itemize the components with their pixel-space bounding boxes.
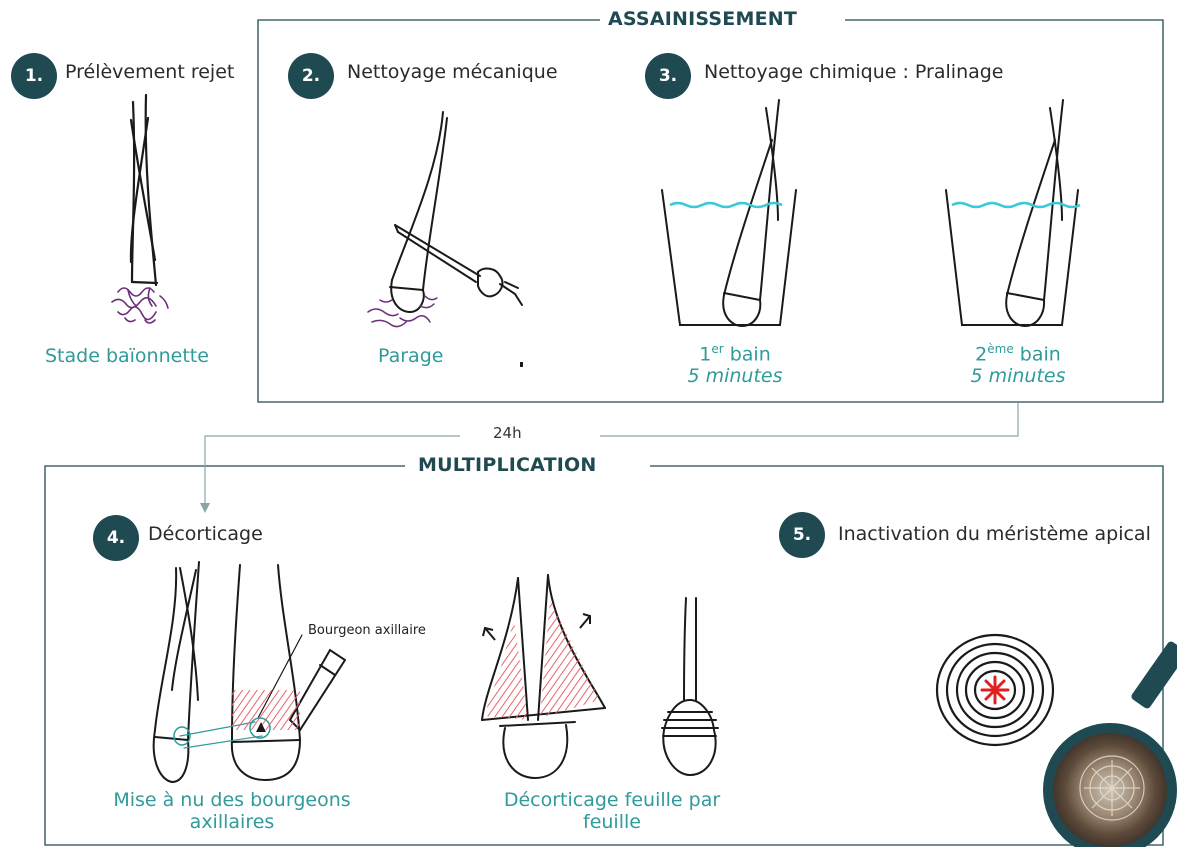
paring-drawing	[390, 112, 522, 312]
bud-hatch-area	[232, 690, 300, 730]
bath1-drawing	[662, 100, 796, 326]
bath1-time: 5 minutes	[687, 365, 782, 387]
step-3-badge: 3.	[645, 53, 691, 99]
caption-peel: Décorticage feuille par feuille	[472, 790, 752, 834]
caption-stage: Stade baïonnette	[45, 346, 209, 368]
bath2-number: 2	[975, 343, 987, 365]
caption-expose: Mise à nu des bourgeons axillaires	[82, 790, 382, 834]
peel-arrow-icon	[483, 614, 590, 640]
step-1-label: Prélèvement rejet	[65, 62, 234, 84]
step-4-badge: 4.	[93, 515, 139, 561]
caption-bath2: 2ème bain 5 minutes	[953, 343, 1083, 388]
bath1-number: 1	[699, 343, 711, 365]
peeled-bulb-drawing	[662, 598, 718, 775]
magnifier-photo	[1048, 640, 1177, 847]
expose-line2: axillaires	[190, 811, 275, 833]
bath2-drawing	[946, 100, 1078, 326]
bath1-sup: er	[711, 342, 723, 356]
bath2-time: 5 minutes	[970, 365, 1065, 387]
peel-line1: Décorticage feuille par	[504, 789, 720, 811]
connector-arrowhead	[200, 503, 210, 513]
ink-dot	[520, 362, 523, 367]
peel-line2: feuille	[583, 811, 641, 833]
step-1-badge: 1.	[11, 53, 57, 99]
bath1-water	[670, 203, 782, 207]
step-2-badge: 2.	[288, 53, 334, 99]
connector-arrow	[205, 403, 1018, 505]
caption-bath1: 1er bain 5 minutes	[670, 343, 800, 388]
expose-drawing	[154, 562, 345, 782]
step-3-label: Nettoyage chimique : Pralinage	[704, 62, 1004, 84]
roots-drawing	[112, 288, 168, 323]
expose-line1: Mise à nu des bourgeons	[113, 789, 350, 811]
section-title-multiplication: MULTIPLICATION	[418, 455, 597, 477]
annotation-bud: Bourgeon axillaire	[308, 624, 426, 639]
bath2-sup: ème	[987, 342, 1013, 356]
delay-label: 24h	[493, 425, 522, 442]
step-2-label: Nettoyage mécanique	[347, 62, 558, 84]
bath1-word: bain	[724, 343, 771, 365]
step-4-label: Décorticage	[148, 524, 263, 546]
caption-paring: Parage	[378, 346, 443, 368]
sucker-drawing	[131, 95, 157, 285]
step-5-label: Inactivation du méristème apical	[838, 524, 1151, 546]
bath2-word: bain	[1014, 343, 1061, 365]
meristem-star-icon	[982, 677, 1008, 703]
section-title-sanitation: ASSAINISSEMENT	[608, 9, 797, 31]
step-5-badge: 5.	[779, 512, 825, 558]
